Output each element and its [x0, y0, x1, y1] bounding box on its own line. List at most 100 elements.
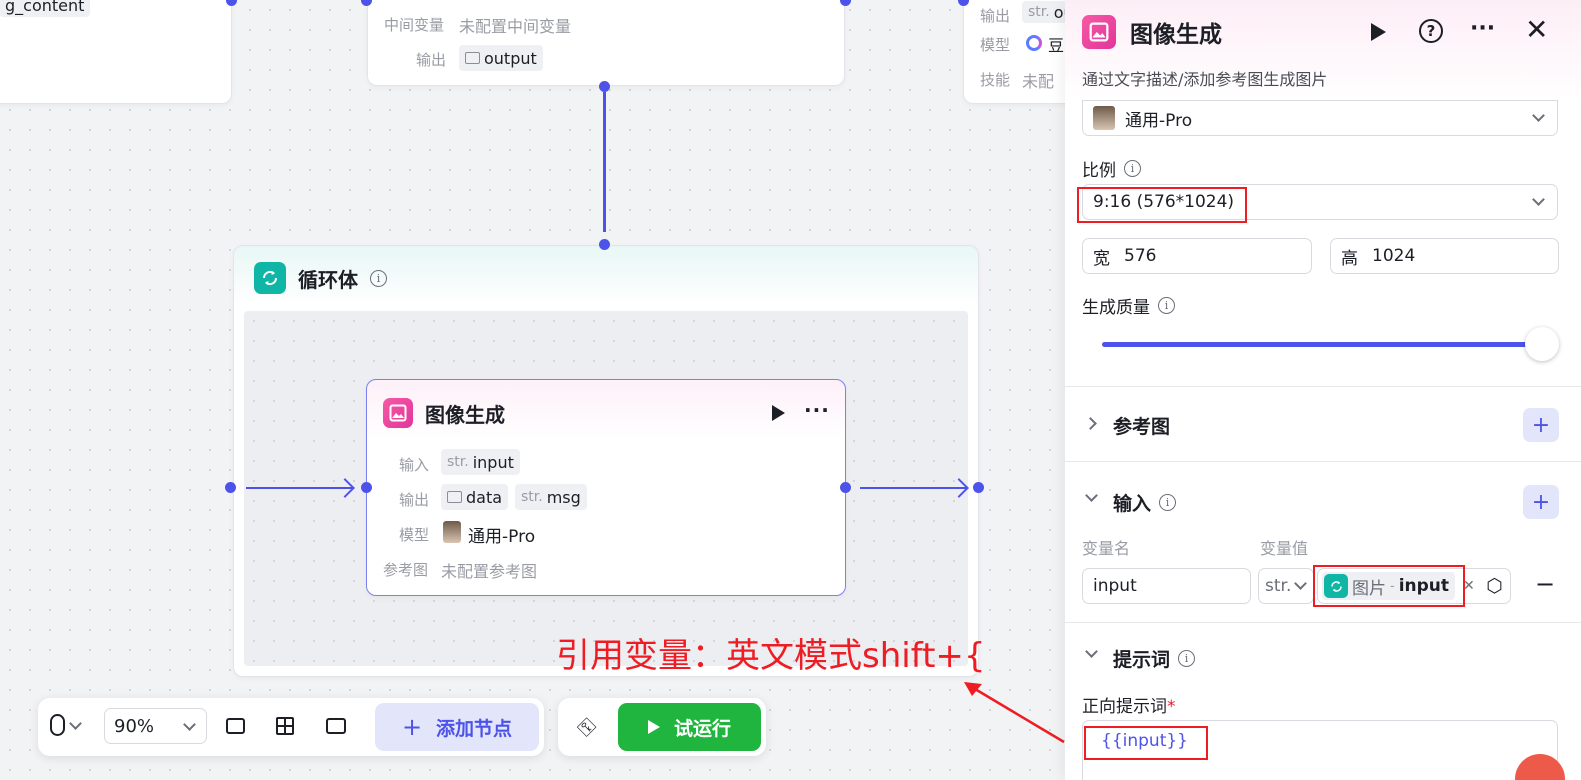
width-field[interactable]: 宽 576 [1082, 238, 1312, 274]
connector-in [246, 487, 352, 489]
row-label-ref: 参考图 [383, 561, 429, 579]
quality-slider-fill [1102, 342, 1542, 347]
section-input-title[interactable]: 输入 [1113, 493, 1152, 515]
row-label-skill: 技能 [980, 71, 1011, 89]
ratio-label-row: 比例 i [1082, 156, 1141, 181]
play-icon[interactable] [772, 405, 785, 421]
layout-icon[interactable] [276, 717, 294, 735]
prompt-section-header: 提示词 i [1113, 645, 1196, 672]
chevron-down-icon [1532, 193, 1545, 206]
port-mid-top-left[interactable] [361, 0, 372, 6]
quality-slider-thumb[interactable] [1525, 327, 1559, 361]
divider [1065, 386, 1581, 387]
section-prompt-title[interactable]: 提示词 [1113, 649, 1171, 671]
output-tag: g_content [0, 0, 91, 17]
more-icon[interactable]: ··· [1470, 16, 1496, 41]
ratio-select[interactable]: 9:16 (576*1024) [1082, 184, 1558, 220]
node-middle-partial[interactable]: 中间变量 未配置中间变量 输出 output [367, 0, 845, 86]
var-name-input[interactable]: input [1082, 568, 1251, 604]
info-icon[interactable]: i [1178, 650, 1196, 667]
quality-slider-track[interactable] [1102, 342, 1542, 347]
section-ref-title[interactable]: 参考图 [1113, 416, 1171, 438]
port-loop-out[interactable] [973, 482, 984, 493]
row-value-ref: 未配置参考图 [441, 562, 538, 581]
row-label-model: 模型 [399, 526, 430, 544]
output-tag-msg: str.msg [515, 484, 587, 510]
var-type-select[interactable]: str. [1258, 568, 1314, 604]
remove-var-icon[interactable]: − [1535, 570, 1556, 598]
node-title: 图像生成 [425, 402, 505, 427]
chevron-down-icon [69, 716, 82, 730]
var-name-header: 变量名 [1082, 539, 1131, 558]
annotation-arrow [964, 682, 1065, 744]
divider [1065, 461, 1581, 462]
wrench-icon[interactable]: ⚿ [572, 713, 601, 741]
chevron-down-icon [1294, 577, 1307, 590]
quality-label-row: 生成质量 i [1082, 293, 1175, 318]
model-avatar [443, 521, 461, 543]
chevron-down-icon [1532, 109, 1545, 122]
chevron-down-icon[interactable] [1085, 645, 1098, 658]
chevron-right-icon[interactable] [1084, 417, 1097, 430]
panel-title: 图像生成 [1130, 22, 1222, 48]
row-value-model: 豆 [1048, 36, 1065, 55]
height-field[interactable]: 高 1024 [1330, 238, 1559, 274]
test-run-button[interactable]: 试运行 [618, 703, 761, 751]
port-loop-top[interactable] [599, 239, 610, 250]
run-toolbar: ⚿ 试运行 [558, 698, 766, 756]
zoom-select[interactable]: 90% [104, 708, 207, 744]
info-icon[interactable]: i [1158, 297, 1175, 314]
row-label: 输出 [980, 7, 1011, 25]
image-icon [465, 52, 480, 64]
model-select[interactable]: 通用-Pro [1082, 100, 1558, 136]
bottom-toolbar: 90% + 添加节点 [38, 698, 544, 756]
help-icon[interactable]: ? [1419, 19, 1443, 43]
var-value-ref[interactable]: 图片 - input ✕ [1317, 568, 1510, 604]
row-label-output: 输出 [416, 51, 447, 69]
port-left-node[interactable] [226, 0, 237, 6]
info-icon[interactable]: i [370, 269, 387, 287]
chevron-down-icon[interactable] [1085, 489, 1098, 502]
add-input-button[interactable]: + [1523, 485, 1559, 519]
plus-icon: + [401, 713, 423, 741]
node-header: 图像生成 [383, 398, 505, 428]
info-icon[interactable]: i [1124, 160, 1141, 177]
more-icon[interactable]: ··· [804, 398, 830, 422]
chevron-down-icon [183, 718, 196, 731]
port-node-out[interactable] [840, 482, 851, 493]
input-tag: str.input [441, 449, 520, 475]
comment-icon[interactable] [226, 718, 245, 734]
node-left-partial[interactable]: g_content [0, 0, 232, 104]
mouse-icon [50, 714, 65, 736]
loop-icon [1324, 574, 1348, 598]
port-node-in[interactable] [361, 482, 372, 493]
play-icon[interactable] [1371, 23, 1386, 41]
port-mid-top-right[interactable] [840, 0, 851, 6]
panel-header: 图像生成 [1082, 15, 1222, 49]
annotation-text: 引用变量：英文模式shift+{ [556, 636, 986, 676]
model-value: 通用-Pro [468, 527, 536, 547]
var-ref-tag: 图片 - input [1322, 572, 1456, 600]
image-gen-node[interactable]: 图像生成 ··· 输入 str.input 输出 data str.msg 模型… [366, 379, 846, 596]
positive-prompt-editor[interactable]: {{input}} [1082, 720, 1558, 780]
add-ref-button[interactable]: + [1523, 408, 1559, 442]
close-icon[interactable]: ✕ [1525, 13, 1549, 46]
image-gen-icon [383, 398, 413, 428]
loop-icon [254, 262, 286, 294]
row-label-input: 输入 [399, 456, 430, 474]
info-icon[interactable]: i [1159, 494, 1177, 511]
mouse-mode-button[interactable] [50, 714, 82, 736]
port-loop-in[interactable] [225, 482, 236, 493]
panel-subtitle: 通过文字描述/添加参考图生成图片 [1082, 70, 1328, 89]
input-section-header: 输入 i [1113, 489, 1177, 516]
loop-header: 循环体 i [254, 262, 387, 294]
clear-icon[interactable]: ✕ [1463, 578, 1475, 594]
add-node-button[interactable]: + 添加节点 [375, 703, 539, 751]
var-settings-button[interactable]: ⬡ [1479, 568, 1511, 604]
row-label-model: 模型 [980, 36, 1011, 54]
node-config-panel: 图像生成 ? ··· ✕ 通过文字描述/添加参考图生成图片 通用-Pro 比例 … [1065, 0, 1581, 780]
port-mid-bottom[interactable] [599, 81, 610, 92]
minimap-icon[interactable] [326, 718, 346, 734]
port-right-top[interactable] [958, 0, 969, 6]
connector-out [860, 487, 966, 489]
